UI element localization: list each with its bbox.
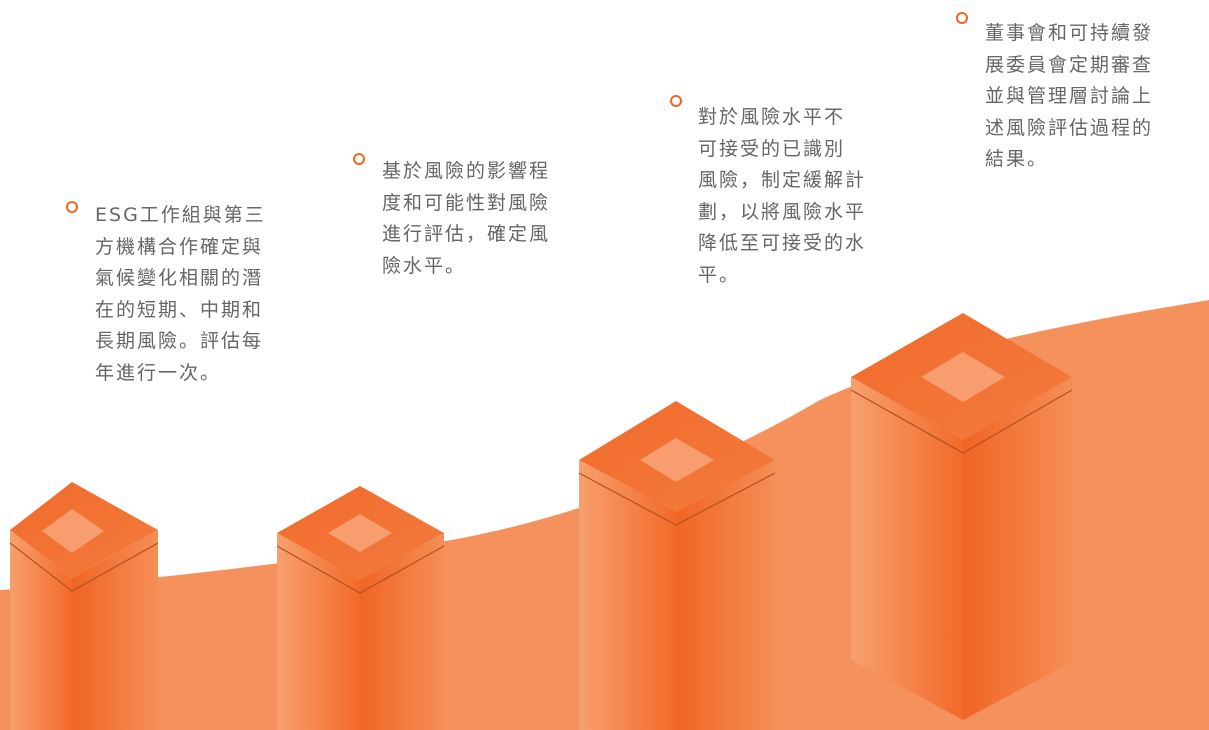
connector-3 xyxy=(670,95,682,400)
step-3-description: 對於風險水平不 可接受的已識別 風險，制定緩解計 劃，以將風險水平 降低至可接受… xyxy=(698,106,867,286)
step-2-description: 基於風險的影響程 度和可能性對風險 進行評估，確定風 險水平。 xyxy=(382,160,551,277)
pin-marker-icon xyxy=(66,201,78,213)
pin-marker-icon xyxy=(353,153,365,165)
pillar-4 xyxy=(850,313,1073,720)
connector-2 xyxy=(353,153,365,486)
pillar-2 xyxy=(276,486,445,730)
step-1-description: ESG工作組與第三 方機構合作確定與 氣候變化相關的潛 在的短期、中期和 長期風… xyxy=(95,204,266,384)
pin-marker-icon xyxy=(956,12,968,24)
connector-1 xyxy=(66,201,78,480)
pin-marker-icon xyxy=(670,95,682,107)
step-4-description: 董事會和可持續發 展委員會定期審查 並與管理層討論上 述風險評估過程的 結果。 xyxy=(985,22,1154,170)
connector-4 xyxy=(956,12,968,312)
pillar-3 xyxy=(578,401,776,730)
pillar-1 xyxy=(9,482,159,730)
